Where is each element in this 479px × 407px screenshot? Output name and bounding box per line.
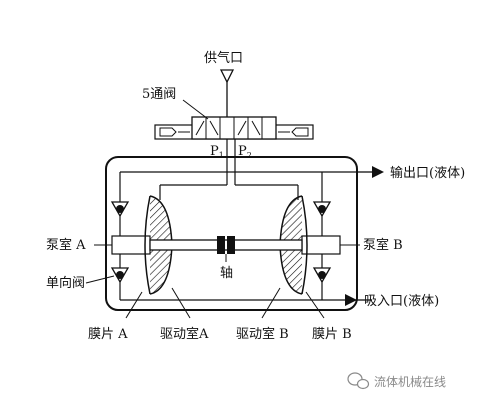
check-valve-top-right — [312, 201, 332, 218]
wechat-icon — [347, 372, 370, 390]
valve-leader — [182, 99, 209, 120]
five-way-valve — [154, 116, 314, 140]
label-leaders — [85, 244, 360, 319]
check-valve-top-left — [110, 201, 130, 218]
check-valve-bottom-right — [312, 267, 332, 284]
label-drive-chamber-b: 驱动室 B — [236, 326, 289, 342]
label-check-valve: 单向阀 — [46, 275, 85, 291]
label-shaft: 轴 — [220, 266, 233, 281]
watermark: 流体机械在线 — [347, 372, 446, 390]
check-valves — [110, 201, 332, 284]
label-p1: P1 — [210, 144, 224, 160]
outlet-arrow — [372, 166, 384, 178]
inlet-arrow — [345, 294, 357, 306]
label-drive-chamber-a: 驱动室A — [160, 326, 209, 342]
pump-body — [105, 156, 358, 311]
label-diaphragm-b: 膜片 B — [312, 327, 352, 342]
label-outlet: 输出口(液体) — [390, 165, 465, 181]
air-supply-port — [219, 69, 235, 117]
label-diaphragm-a: 膜片 A — [88, 327, 128, 342]
shaft — [149, 236, 303, 262]
label-valve: 5通阀 — [142, 87, 176, 102]
label-pump-chamber-a: 泵室 A — [46, 237, 86, 253]
check-valve-bottom-left — [110, 267, 130, 284]
label-pump-chamber-b: 泵室 B — [363, 237, 403, 253]
label-p2: P2 — [238, 144, 252, 160]
watermark-text: 流体机械在线 — [374, 374, 446, 389]
label-inlet: 吸入口(液体) — [364, 294, 439, 309]
air-lines — [159, 139, 299, 200]
label-air-supply: 供气口 — [204, 50, 243, 66]
